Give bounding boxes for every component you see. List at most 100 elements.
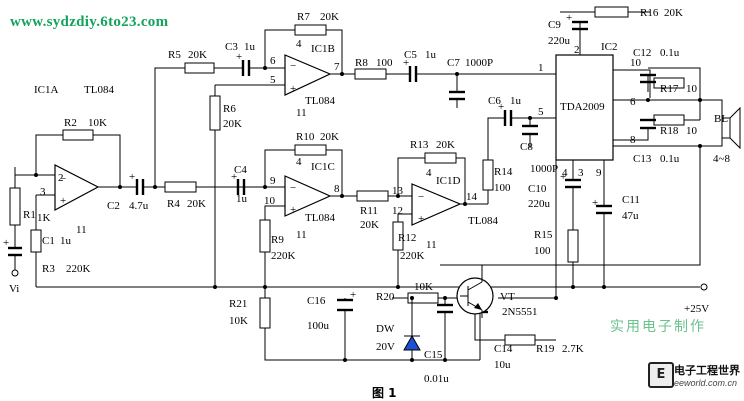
capacitor-c4: + [231,171,248,195]
label-r15: R15 [534,229,553,241]
label-c11v: 47u [622,210,639,222]
label-pin7: 7 [334,61,340,73]
label-c16: C16 [307,295,326,307]
capacitor-c5: + [403,57,420,82]
label-pin11: 11 [296,229,307,241]
label-pin4: 4 [426,167,432,179]
label-c5v: 1u [425,49,437,61]
label-pin5: 5 [270,74,276,86]
label-pin4: 4 [562,167,568,179]
polarity-mark: − [290,60,296,72]
figure-caption: 图 1 [372,386,397,400]
label-pin6: 6 [270,55,276,67]
label-pin4: 4 [296,156,302,168]
label-c7v: 1000P [465,57,493,69]
label-r20v: 10K [414,281,433,293]
label-c12v: 0.1u [660,47,680,59]
label-ic1a: IC1A [34,84,59,96]
polarity-mark: + [231,171,237,183]
op-amp-ic1b: − + 6 5 7 4 11 [270,38,340,119]
label-c8: C8 [520,141,533,153]
speaker-bl-icon [721,106,741,150]
resistor-r6 [209,95,221,131]
resistor-r2 [62,129,94,141]
label-r11v: 20K [360,219,379,231]
polarity-mark: + [350,289,356,301]
label-pin10: 10 [630,57,642,69]
label-pin3: 3 [578,167,584,179]
label-c11: C11 [622,194,640,206]
resistor-r19 [504,334,536,346]
label-r7: R7 [297,11,310,23]
resistor-r7 [294,24,327,36]
label-pin8: 8 [630,134,636,146]
label-r14: R14 [494,166,513,178]
polarity-mark: + [592,197,598,209]
label-r5: R5 [168,49,181,61]
label-r6v: 20K [223,118,242,130]
label-c3v: 1u [244,41,256,53]
label-c13: C13 [633,153,652,165]
label-r2v: 10K [88,117,107,129]
label-r3: R3 [42,263,55,275]
label-tl084-b: TL084 [305,95,335,107]
resistor-r10 [294,144,327,156]
label-pin2: 2 [574,44,580,56]
label-c1v: 1u [60,235,72,247]
label-blv: 4~8 [713,153,730,165]
label-r13v: 20K [436,139,455,151]
label-c4: C4 [234,164,247,176]
polarity-mark: + [3,237,9,249]
capacitor-c10: + [560,171,581,208]
label-pin4: 4 [296,38,302,50]
label-r21: R21 [229,298,247,310]
label-c2: C2 [107,200,120,212]
label-r14v: 100 [494,182,511,194]
label-tl084-a: TL084 [84,84,114,96]
op-amp-ic1d: − + 13 12 14 4 11 [392,167,478,251]
label-r13: R13 [410,139,429,151]
resistor-r9 [259,219,271,253]
resistor-r8 [354,68,387,80]
polarity-mark: + [560,171,566,183]
label-pin8: 8 [334,183,340,195]
resistor-r20 [407,292,439,304]
label-r8: R8 [355,57,368,69]
polarity-mark: + [290,83,296,95]
logo-site: eeworld.com.cn [674,378,738,388]
label-r2: R2 [64,117,77,129]
zener-diode-dw [403,298,421,360]
label-r4: R4 [167,198,180,210]
wires [11,11,723,361]
label-pin3: 3 [40,186,46,198]
label-r15v: 100 [534,245,551,257]
polarity-mark: + [418,213,424,225]
polarity-mark: − [418,191,424,203]
label-pin14: 14 [466,191,478,203]
junction-dots [34,66,702,362]
label-pin1: 1 [538,62,544,74]
label-c14: C14 [494,343,513,355]
polarity-mark: − [290,182,296,194]
capacitor-c12 [640,73,656,84]
label-pin11: 11 [426,239,437,251]
label-c10: C10 [528,183,547,195]
label-r6: R6 [223,103,236,115]
capacitor-c3: + [236,51,255,76]
label-r9: R9 [271,234,284,246]
label-ic1d: IC1D [436,175,461,187]
label-c15: C15 [424,349,443,361]
label-c10v: 220u [528,198,551,210]
label-r18v: 10 [686,125,698,137]
label-pin10: 10 [264,195,276,207]
label-c9v: 220u [548,35,571,47]
label-pin11: 11 [296,107,307,119]
capacitor-c2: + [129,171,150,195]
capacitor-c15 [437,298,453,314]
label-tl084-c: TL084 [305,212,335,224]
label-r16v: 20K [664,7,683,19]
label-c13v: 0.1u [660,153,680,165]
label-ic2: IC2 [601,41,618,53]
label-vt: VT [500,291,515,303]
label-c7: C7 [447,57,460,69]
